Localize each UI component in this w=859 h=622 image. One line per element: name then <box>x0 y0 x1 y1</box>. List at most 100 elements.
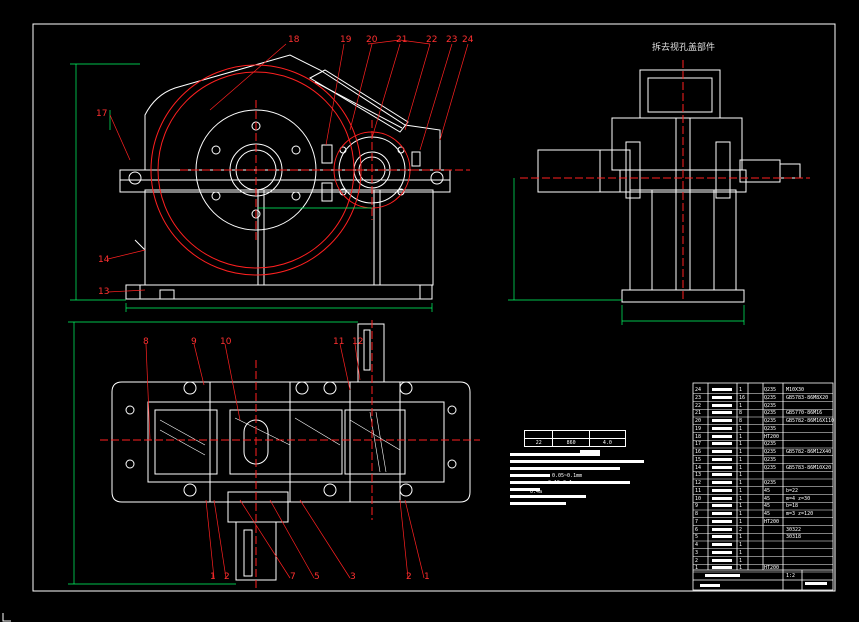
bom-name-bar <box>712 535 732 539</box>
tech-notes-lines <box>510 450 644 505</box>
bom-cell-std: GB5782-86M16X110 <box>786 418 835 424</box>
bom-name-bar <box>712 411 732 415</box>
bom-name-bar <box>712 395 732 399</box>
bom-cell-mat: 45 <box>764 495 771 502</box>
front-elevation-view <box>119 54 451 300</box>
bom-cell-mat: 45 <box>764 511 771 517</box>
bom-cell-no: 1 <box>695 565 699 572</box>
part-label-20: 20 <box>366 35 378 45</box>
bom-cell-qty: 1 <box>739 425 743 432</box>
bom-cell-mat: Q235 <box>764 387 777 393</box>
bom-cell-qty: 1 <box>739 503 743 510</box>
part-label-14: 14 <box>98 255 110 265</box>
bom-cell-no: 11 <box>695 487 702 494</box>
bom-name-bar <box>712 426 732 430</box>
bom-name-bar <box>712 419 732 422</box>
note-tolerance-3: 0.4a <box>530 489 543 495</box>
param-value-3: 4.0 <box>588 438 627 447</box>
bom-name-bar <box>712 488 732 492</box>
part-label-9: 9 <box>191 337 197 347</box>
bom-cell-qty: 1 <box>739 487 743 494</box>
bom-cell-std: M10X30 <box>786 387 805 393</box>
part-label-4: 5 <box>314 572 320 582</box>
part-label-10: 10 <box>220 337 232 347</box>
bom-cell-mat: Q235 <box>764 425 777 432</box>
bom-cell-qty: 1 <box>739 534 743 541</box>
plan-centrelines <box>100 320 480 590</box>
bom-cell-no: 22 <box>695 402 702 409</box>
bom-cell-mat: Q235 <box>764 394 777 401</box>
bom-cell-qty: 1 <box>739 565 743 572</box>
bom-cell-mat: 45 <box>764 503 771 510</box>
bom-cell-no: 8 <box>695 511 699 517</box>
part-label-3: 3 <box>350 572 356 582</box>
part-label-17: 17 <box>96 109 108 119</box>
bom-cell-mat: HT200 <box>764 565 780 572</box>
drawing-frame <box>32 23 836 592</box>
bom-cell-mat: HT200 <box>764 518 780 525</box>
bom-cell-no: 24 <box>695 387 702 393</box>
bom-cell-no: 6 <box>695 526 699 533</box>
bom-cell-qty: 1 <box>739 542 743 548</box>
bom-cell-no: 18 <box>695 433 702 440</box>
bom-cell-mat: Q235 <box>764 402 777 409</box>
bom-cell-mat: Q235 <box>764 464 777 471</box>
note-tolerance-1: 0.05~0.1mm <box>552 473 583 479</box>
bom-name-bar <box>712 519 732 523</box>
bom-cell-qty: 1 <box>739 441 743 448</box>
part-label-21: 21 <box>396 35 408 45</box>
part-label-2b: 2 <box>406 572 412 582</box>
part-label-12: 12 <box>352 337 364 347</box>
bom-name-bar <box>712 465 732 469</box>
bom-name-bar <box>712 457 732 461</box>
bom-cell-no: 5 <box>695 534 699 541</box>
bom-cell-no: 2 <box>695 557 699 564</box>
plan-view-hatching <box>159 411 401 473</box>
bom-cell-no: 17 <box>695 441 702 448</box>
bom-cell-qty: 8 <box>739 410 743 417</box>
bom-cell-mat: Q235 <box>764 480 777 486</box>
part-label-24: 24 <box>462 35 474 45</box>
bom-name-bar <box>712 434 732 438</box>
bom-cell-qty: 1 <box>739 518 743 525</box>
part-label-1a: 1 <box>210 572 216 582</box>
bom-cell-mat: Q235 <box>764 410 777 417</box>
bom-cell-qty: 1 <box>739 557 743 564</box>
bom-cell-mat: Q235 <box>764 449 777 455</box>
bom-cell-qty: 1 <box>739 449 743 455</box>
bom-cell-qty: 1 <box>739 433 743 440</box>
bom-cell-std: 30322 <box>786 526 802 533</box>
bom-cell-no: 23 <box>695 394 702 401</box>
bom-cell-qty: 1 <box>739 495 743 502</box>
bom-cell-mat: HT200 <box>764 433 780 440</box>
bom-name-bar <box>712 473 732 477</box>
title-block-fill <box>700 574 827 587</box>
bom-name-bar <box>712 558 732 562</box>
param-blank-3 <box>588 430 627 439</box>
bom-cell-no: 20 <box>695 418 702 424</box>
part-label-22: 22 <box>426 35 438 45</box>
bom-cell-qty: 1 <box>739 464 743 471</box>
bom-cell-no: 13 <box>695 472 702 479</box>
bom-cell-std: b=18 <box>786 503 799 510</box>
bom-name-bar <box>712 388 732 391</box>
bom-cell-no: 19 <box>695 425 702 432</box>
side-centreline <box>520 60 810 300</box>
bom-cell-mat: Q235 <box>764 456 777 463</box>
bom-name-bar <box>712 496 732 500</box>
part-label-1b: 1 <box>424 572 430 582</box>
note-tolerance-2: 0.15~0.1mm <box>548 480 579 486</box>
bom-cell-std: m=4 z=30 <box>786 495 811 502</box>
part-label-11: 11 <box>333 337 345 347</box>
bom-cell-qty: 8 <box>739 418 743 424</box>
ucs-icon <box>2 613 11 622</box>
bom-name-bar <box>712 543 732 546</box>
bom-cell-std: GB5783-86M8X20 <box>786 394 829 401</box>
bom-name-bar <box>712 512 732 515</box>
bom-cell-no: 21 <box>695 410 702 417</box>
part-label-8: 8 <box>143 337 149 347</box>
bom-cell-std: GB5782-86M12X40 <box>786 449 832 455</box>
bom-cell-no: 10 <box>695 495 702 502</box>
part-label-6: 7 <box>290 572 296 582</box>
